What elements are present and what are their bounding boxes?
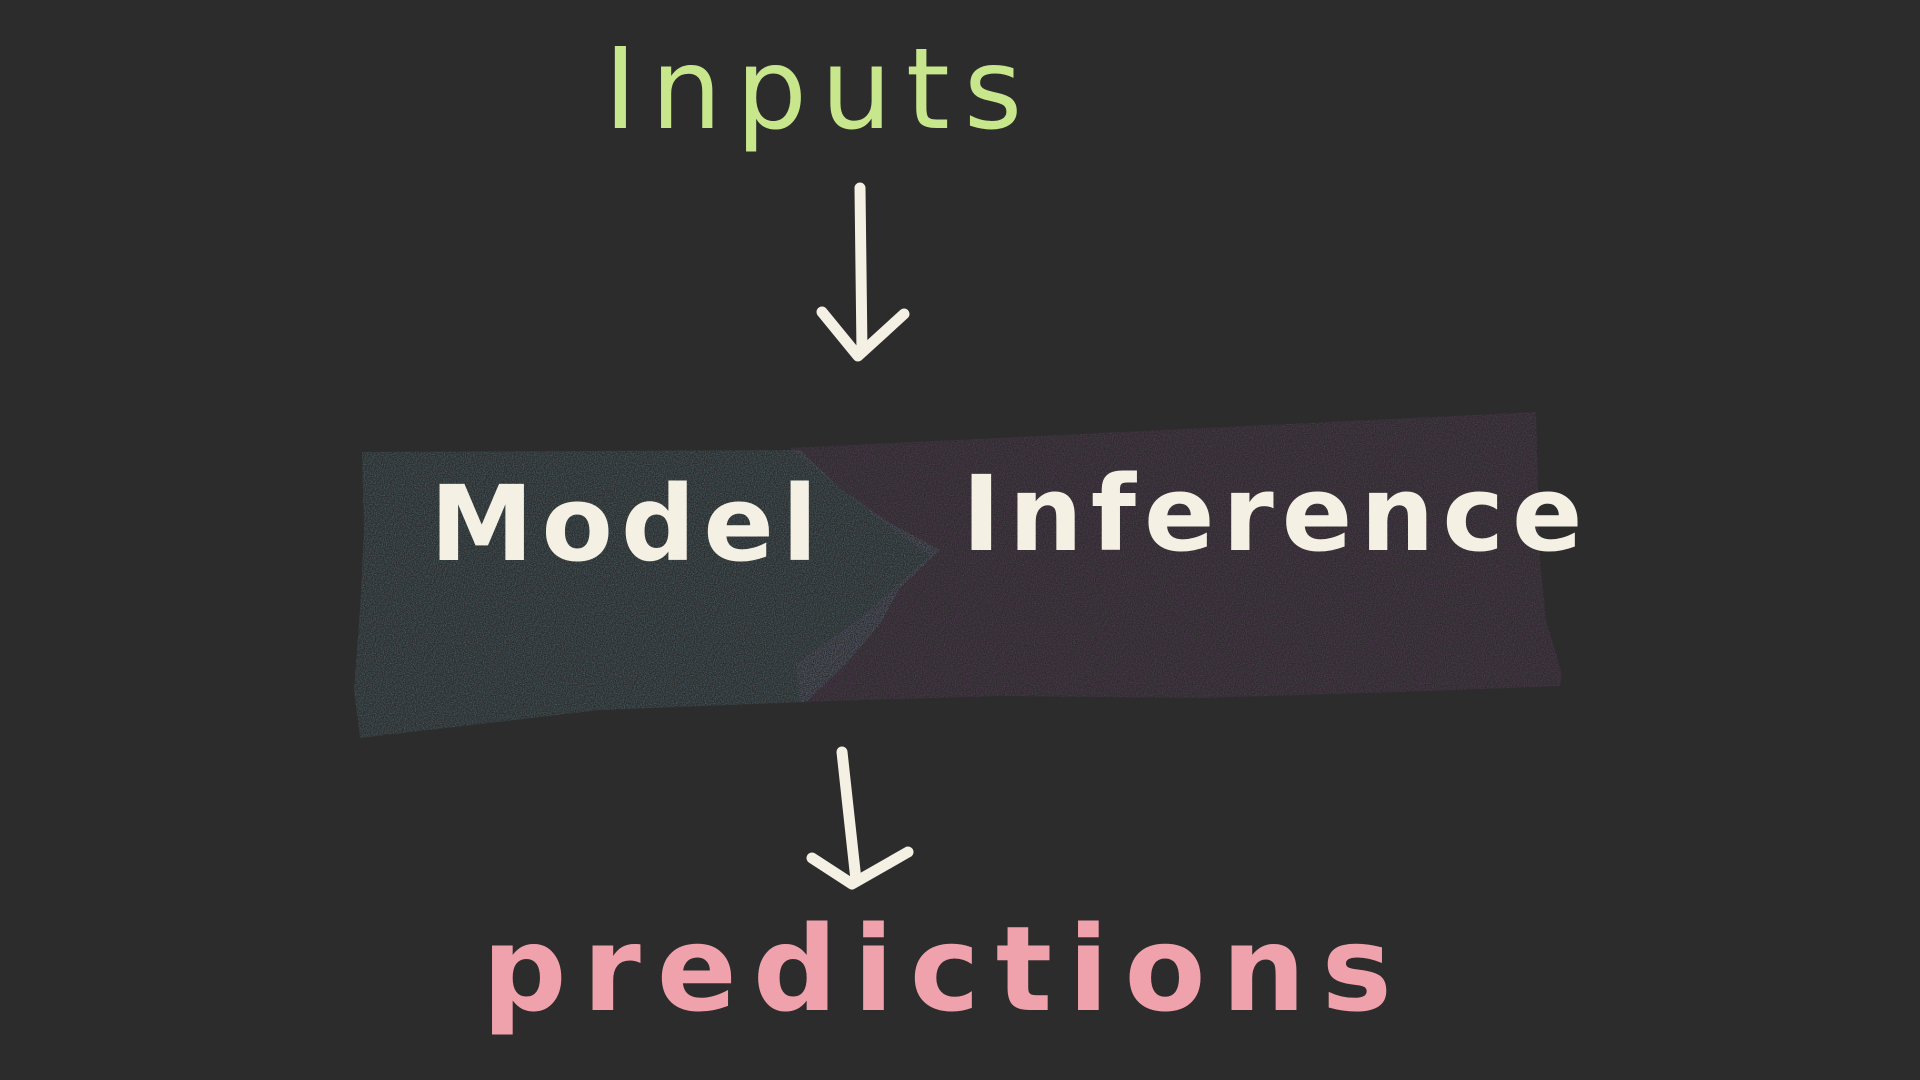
inputs-label: Inputs <box>604 25 1036 155</box>
input-arrow <box>816 182 910 362</box>
input-arrow-head <box>816 306 910 362</box>
inference-block <box>790 412 1562 702</box>
output-arrow <box>806 746 914 890</box>
inference-label: Inference <box>962 453 1591 575</box>
model-label: Model <box>430 463 826 585</box>
output-arrow-head <box>806 846 914 890</box>
model-block <box>354 450 940 738</box>
output-arrow-shaft <box>836 746 862 886</box>
predictions-label: predictions <box>482 900 1408 1038</box>
input-arrow-shaft <box>854 182 868 358</box>
